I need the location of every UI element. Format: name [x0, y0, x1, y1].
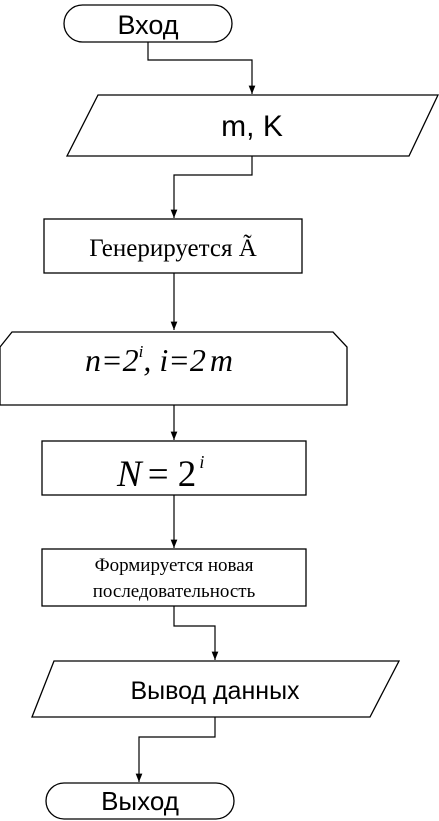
generate-process: Генерируется Ã	[43, 218, 303, 274]
end-label: Выход	[101, 786, 179, 816]
start-terminator: Вход	[63, 4, 233, 43]
prep-m-part: m	[210, 342, 233, 378]
edge-form-to-output	[173, 606, 219, 660]
prep-n-part: n=2	[85, 342, 139, 378]
edge-start-to-input	[147, 42, 256, 94]
prep-i-part: , i=2	[143, 342, 205, 378]
generate-label: Генерируется Ã	[89, 234, 257, 262]
output-node: Вывод данных	[31, 660, 401, 718]
form-line-2: последовательность	[93, 581, 256, 602]
input-node: m, K	[65, 94, 439, 157]
form-process: Формируется новая последовательность	[41, 548, 307, 607]
start-label: Вход	[117, 10, 178, 40]
form-line-1: Формируется новая	[95, 555, 254, 576]
edge-output-to-end	[135, 717, 216, 782]
prep-exponent: i	[139, 342, 144, 361]
output-label: Вывод данных	[130, 677, 300, 705]
compute-exponent: i	[199, 452, 204, 472]
compute-lhs: N	[116, 454, 144, 495]
end-terminator: Выход	[45, 782, 235, 820]
input-label: m, K	[221, 110, 283, 143]
compute-eq: = 2	[148, 454, 197, 495]
edge-input-to-generate	[170, 156, 253, 218]
